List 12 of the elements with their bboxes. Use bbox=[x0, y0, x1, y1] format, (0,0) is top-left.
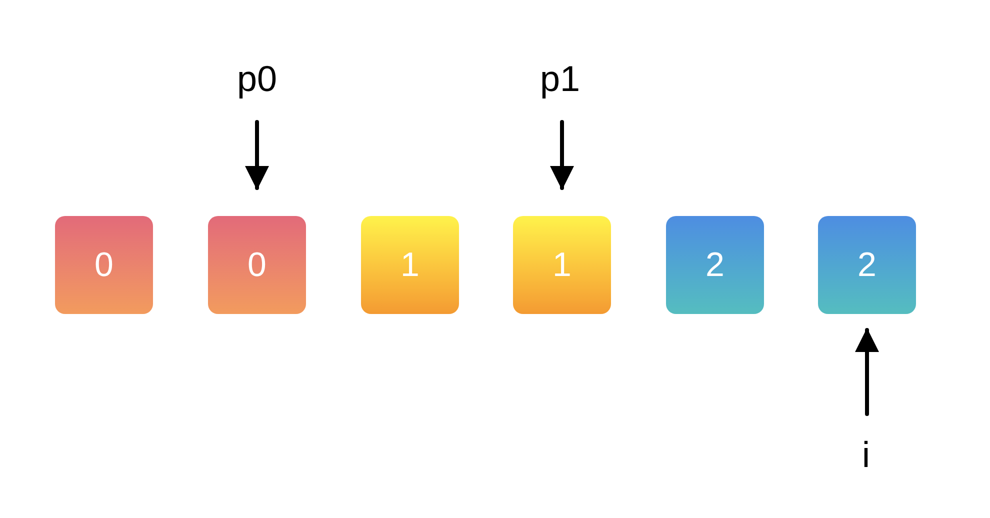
value-tile: 2 bbox=[818, 216, 916, 314]
pointer-label: p1 bbox=[530, 58, 590, 100]
arrow bbox=[855, 328, 879, 416]
value-tile: 0 bbox=[208, 216, 306, 314]
value-tile: 0 bbox=[55, 216, 153, 314]
value-tile: 1 bbox=[361, 216, 459, 314]
arrow bbox=[550, 120, 574, 190]
pointer-label: i bbox=[846, 434, 886, 476]
value-tile: 1 bbox=[513, 216, 611, 314]
value-tile: 2 bbox=[666, 216, 764, 314]
pointer-label: p0 bbox=[227, 58, 287, 100]
arrow bbox=[245, 120, 269, 190]
